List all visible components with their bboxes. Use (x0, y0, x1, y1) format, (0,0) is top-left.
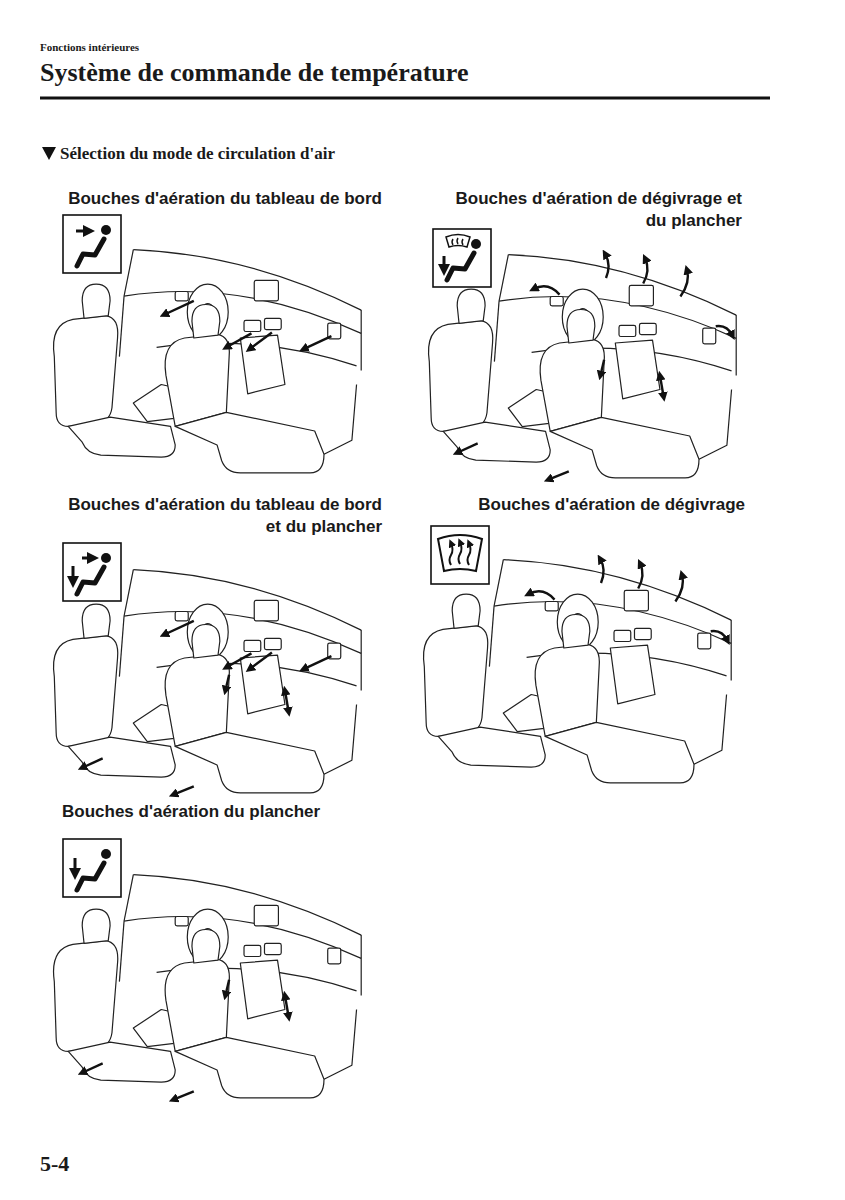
mode-icon (63, 543, 121, 601)
mode-caption: Bouches d'aération de dégivrage et du pl… (437, 188, 742, 232)
title-rule (40, 98, 770, 99)
mode-icon (431, 526, 489, 584)
mode-icon (63, 215, 121, 273)
section-header: Fonctions intérieures (40, 40, 139, 54)
mode-caption: Bouches d'aération du plancher (62, 801, 382, 823)
mode-caption: Bouches d'aération du tableau de bord (67, 188, 382, 210)
subsection-heading: Sélection du mode de circulation d'air (60, 143, 335, 165)
car-interior-illustration (424, 559, 732, 783)
mode-icon (433, 229, 491, 287)
car-interior-illustration (54, 875, 362, 1100)
page-title: Système de commande de température (40, 58, 468, 88)
car-interior-illustration (429, 254, 737, 480)
mode-icon (63, 839, 121, 897)
mode-caption: Bouches d'aération du tableau de bord et… (67, 494, 382, 538)
car-interior-illustration (54, 570, 362, 795)
heading-triangle (42, 147, 56, 160)
mode-caption: Bouches d'aération de dégivrage (425, 494, 745, 516)
page-number: 5-4 (40, 1150, 69, 1179)
car-interior-illustration (54, 250, 362, 473)
